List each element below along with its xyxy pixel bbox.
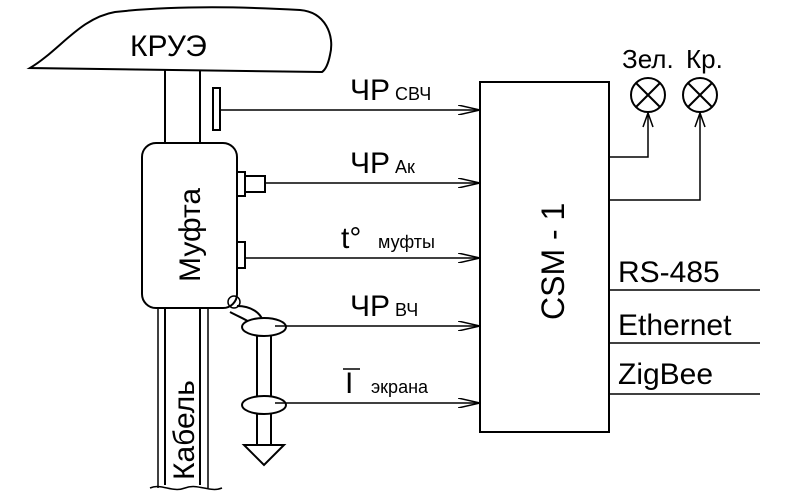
cable-label: Кабель xyxy=(168,380,201,480)
signal-main: ЧР xyxy=(350,290,390,323)
signal-sub: муфты xyxy=(378,232,435,252)
lamp-red-label: Кр. xyxy=(686,44,723,74)
cable-body xyxy=(149,70,223,491)
kruye-label: КРУЭ xyxy=(130,30,207,63)
current-transformers xyxy=(227,295,287,467)
signal-main: I xyxy=(345,367,353,400)
acoustic-sensor xyxy=(236,171,266,197)
signal-lines xyxy=(220,110,480,403)
mufta-box xyxy=(141,142,238,309)
interface-ethernet: Ethernet xyxy=(618,309,732,342)
temperature-sensor xyxy=(236,241,246,269)
lamp-red xyxy=(682,77,718,113)
signal-label-hf: ЧР ВЧ xyxy=(350,290,418,323)
signal-sub: Ак xyxy=(395,157,415,177)
csm-box xyxy=(479,81,610,433)
signal-sub: ВЧ xyxy=(395,300,418,320)
signal-main: ЧР xyxy=(350,74,390,107)
signal-sub: экрана xyxy=(371,377,429,397)
signal-label-acoustic: ЧР Ак xyxy=(350,147,415,180)
signal-label-uhf: ЧР СВЧ xyxy=(350,74,431,107)
interface-zigbee: ZigBee xyxy=(618,358,713,391)
kruye-shape xyxy=(26,6,333,74)
signal-label-shield-current: I экрана xyxy=(343,367,429,400)
ground-symbol xyxy=(241,444,287,467)
signal-main: t° xyxy=(341,222,361,255)
interface-rs485: RS-485 xyxy=(618,256,720,289)
interface-lines xyxy=(609,289,760,395)
signal-sub: СВЧ xyxy=(395,84,431,104)
lamp-green-label: Зел. xyxy=(622,44,674,74)
uhf-sensor-plate xyxy=(212,87,221,131)
signal-main: ЧР xyxy=(350,147,390,180)
mufta-label: Муфта xyxy=(174,188,207,282)
signal-label-temperature: t° муфты xyxy=(341,222,435,255)
lamp-green xyxy=(630,77,666,113)
lamp-wiring xyxy=(609,110,706,201)
csm-label: CSM - 1 xyxy=(535,203,571,320)
